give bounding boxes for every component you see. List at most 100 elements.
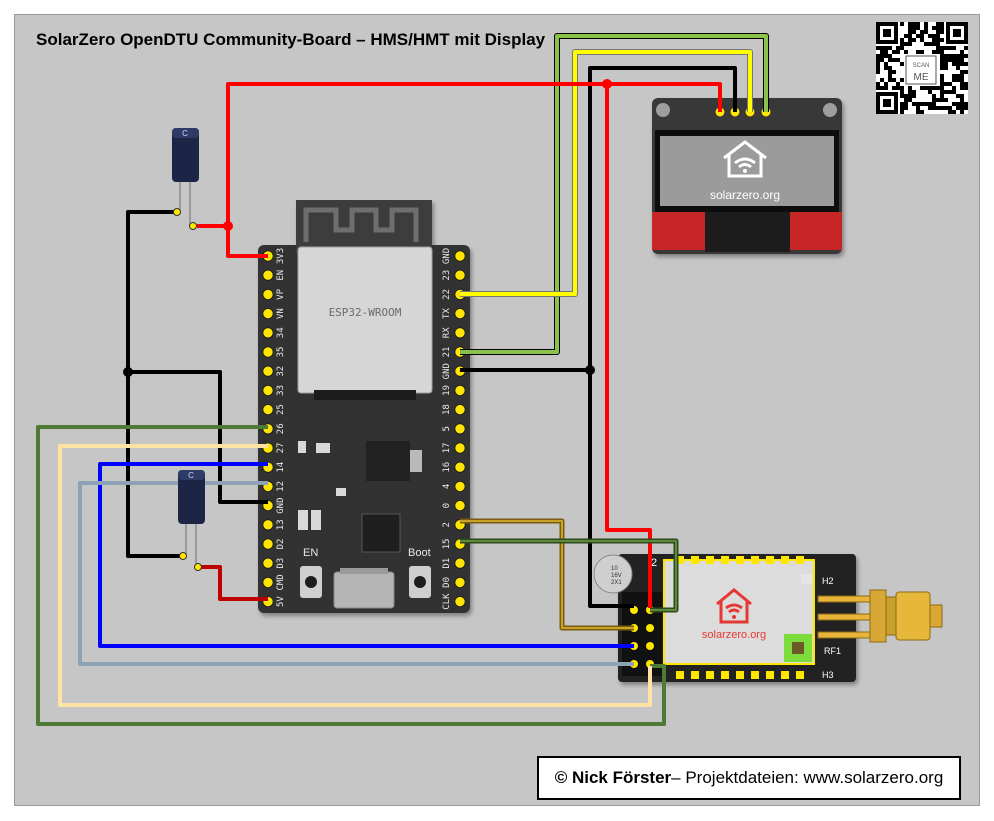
credit-text: – Projektdateien: www.solarzero.org — [671, 768, 944, 787]
esp32-pin-right-13 — [454, 499, 466, 512]
credit-box: © Nick Förster – Projektdateien: www.sol… — [537, 756, 961, 800]
esp32-pin-label: GND — [442, 363, 452, 379]
smd-part — [298, 441, 306, 453]
esp32-pin-right-17 — [454, 576, 466, 589]
wires — [36, 33, 769, 726]
esp32-pin-label: CLK — [442, 593, 452, 610]
esp32-pin-left-17 — [262, 576, 274, 589]
boot-label: Boot — [408, 547, 431, 559]
smd-part — [311, 510, 321, 530]
esp32-pin-label: 19 — [442, 385, 452, 396]
mount-hole — [656, 103, 670, 117]
esp32-pin-left-7 — [262, 384, 274, 397]
wire-5v — [198, 565, 268, 601]
esp32-pin-label: 25 — [276, 404, 286, 415]
mount-hole — [823, 103, 837, 117]
esp32-pin-label: 27 — [276, 443, 286, 454]
rf-logo-text: solarzero.org — [702, 629, 766, 641]
esp32-pin-label: 17 — [442, 443, 452, 454]
rf-pad — [751, 671, 759, 679]
wire-gnd-rf — [460, 368, 634, 608]
wire-scl-yellow — [460, 50, 752, 296]
wire-3v3-top — [226, 82, 722, 226]
rf-pad — [706, 556, 714, 564]
voltage-regulator — [366, 441, 410, 481]
u-fl-connector — [792, 642, 804, 654]
rf-pad — [751, 556, 759, 564]
wire-3v3-esp — [197, 224, 268, 258]
smd-part — [316, 443, 330, 453]
esp32-pin-label: EN — [276, 270, 286, 281]
smd-part — [336, 488, 346, 496]
usb-pins — [340, 568, 388, 574]
esp32-pin-left-1 — [262, 269, 274, 281]
rf-pad — [676, 556, 684, 564]
esp32-pin-label: VN — [276, 308, 286, 319]
esp32-pin-label: 15 — [442, 539, 452, 550]
esp32-pin-label: GND — [442, 248, 452, 264]
micro-usb-port — [333, 571, 395, 609]
esp32-pin-left-3 — [262, 307, 274, 320]
esp32-module-shield — [297, 246, 433, 394]
esp32-pin-label: 5V — [276, 596, 286, 607]
rf-label-h2: H2 — [822, 576, 834, 586]
rf-pad — [736, 671, 744, 679]
esp32-pin-label: 2 — [442, 522, 452, 527]
esp32-pin-label: 5 — [442, 426, 452, 431]
wire-gnd-oled — [588, 66, 737, 370]
wire-3v3-rf — [605, 84, 652, 608]
oled-logo-text: solarzero.org — [710, 188, 780, 202]
rf-pad — [691, 556, 699, 564]
wire-gnd-caps — [126, 210, 183, 558]
rf-header-mark: 2 — [651, 557, 657, 569]
boot-button-cap — [414, 576, 426, 588]
esp32-left-pin-header: 3V3ENVPVN343532332526271412GND13D2D3CMD5… — [262, 248, 286, 608]
wire-darkgreen — [460, 540, 677, 611]
junction-dot — [585, 365, 595, 375]
esp32-pin-label: 18 — [442, 404, 452, 415]
esp32-pin-left-8 — [262, 403, 274, 416]
capacitor-bottom: C — [178, 470, 205, 571]
rf-pad — [766, 556, 774, 564]
esp32-pin-label: D3 — [276, 558, 286, 569]
oled-ribbon — [705, 212, 790, 252]
qr-me-label: ME — [914, 72, 929, 83]
capacitor-body — [178, 470, 205, 524]
esp32-pin-label: 21 — [442, 347, 452, 358]
esp32-pin-left-14 — [262, 519, 274, 531]
esp32-components: EN Boot — [298, 441, 431, 609]
esp32-pin-right-12 — [454, 480, 466, 493]
wire-blue — [98, 462, 634, 648]
rf-pad — [721, 556, 729, 564]
esp32-pin-left-2 — [262, 288, 274, 301]
capacitor-mark: C — [182, 129, 188, 138]
oled-house-logo-icon — [723, 140, 767, 178]
esp32-pin-right-1 — [454, 269, 466, 281]
rf-label-h3: H3 — [822, 670, 834, 680]
esp32-pin-label: 22 — [442, 289, 452, 300]
esp32-pin-label: 33 — [276, 385, 286, 396]
capacitor-mark: C — [188, 471, 194, 480]
esp32-pin-right-4 — [454, 327, 466, 339]
esp32-pin-label: 32 — [276, 366, 286, 377]
smd-part — [801, 574, 813, 584]
diagram-title: SolarZero OpenDTU Community-Board – HMS/… — [36, 30, 546, 49]
sma-antenna-connector — [817, 589, 943, 643]
esp32-pin-left-16 — [262, 557, 274, 569]
rf-pad — [721, 671, 729, 679]
antenna-trace — [303, 207, 419, 242]
esp32-pin-right-7 — [454, 384, 466, 397]
rf-castellated-pads — [676, 556, 804, 679]
esp32-pin-right-10 — [454, 442, 466, 454]
esp32-pin-left-6 — [262, 365, 274, 377]
en-button-cap — [305, 576, 317, 588]
credit-author: © Nick Förster — [554, 768, 672, 787]
esp32-pin-right-16 — [454, 557, 466, 569]
capacitor-top: C — [172, 128, 199, 230]
esp32-pin-right-18 — [454, 595, 466, 608]
esp32-pin-label: 26 — [276, 423, 286, 434]
rf-pad — [781, 671, 789, 679]
oled-display: solarzero.org — [652, 98, 842, 254]
esp32-module-pads — [314, 390, 416, 400]
